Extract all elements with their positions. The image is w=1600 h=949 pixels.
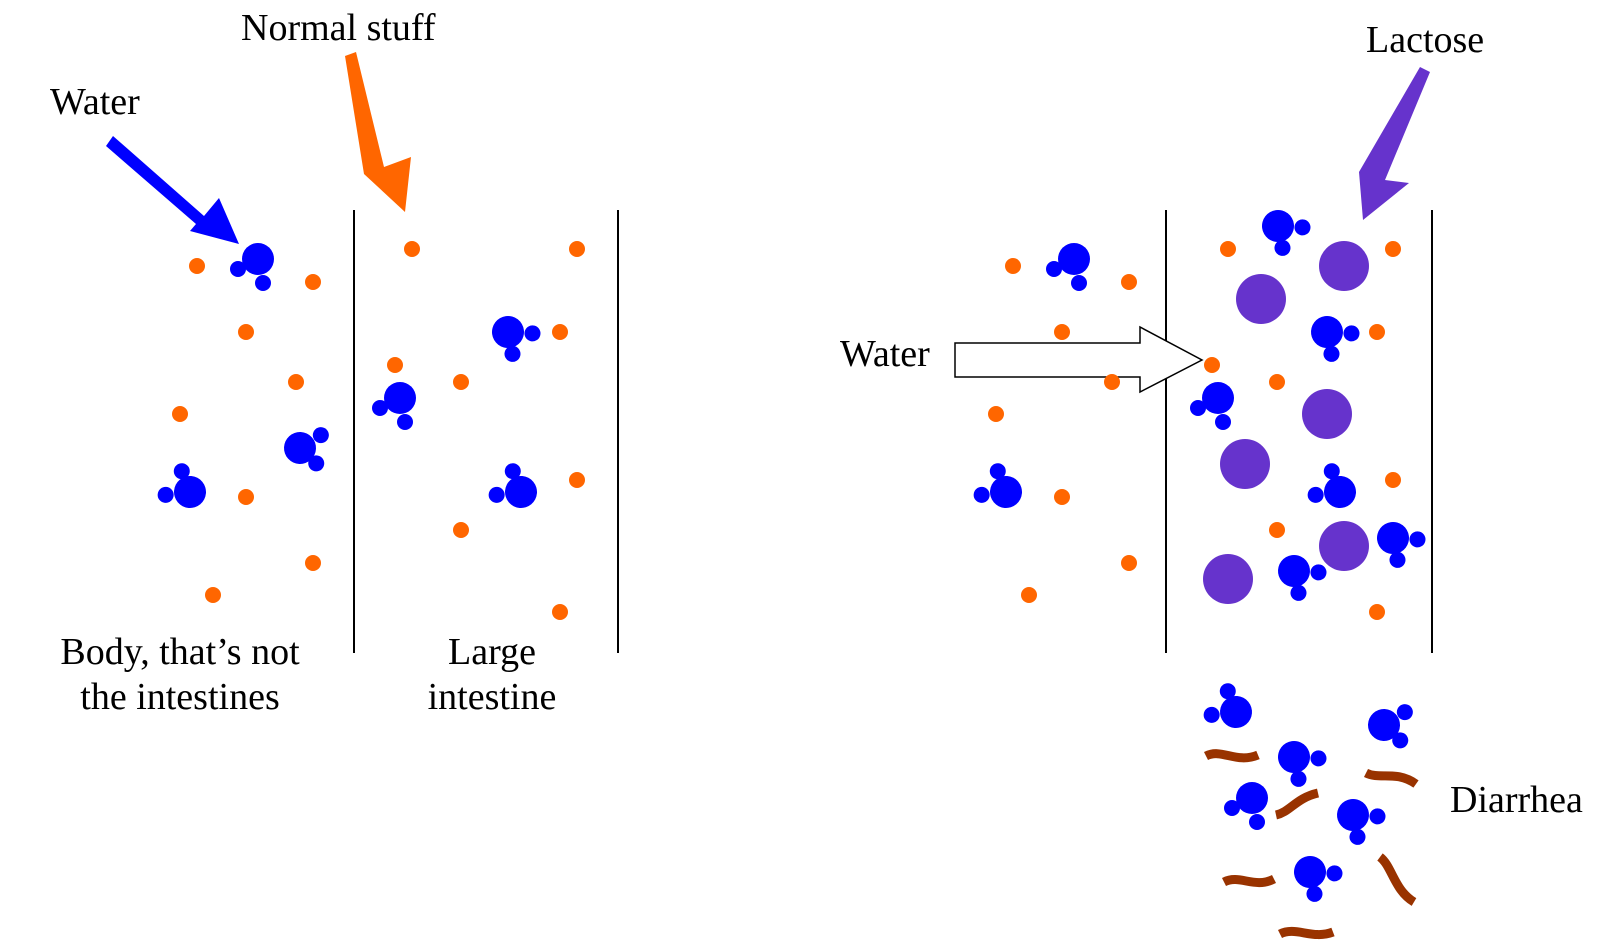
water-molecule-icon (372, 382, 416, 430)
normal-stuff-particle-icon (305, 274, 321, 290)
water-molecule-icon (1306, 461, 1359, 510)
normal-stuff-particle-icon (1369, 604, 1385, 620)
normal-stuff-particle-icon (288, 374, 304, 390)
water-molecule-icon (230, 243, 274, 291)
normal-stuff-particle-icon (453, 374, 469, 390)
water-molecule-icon (1370, 518, 1429, 574)
normal-stuff-particle-icon (305, 555, 321, 571)
normal-stuff-particle-icon (1269, 374, 1285, 390)
normal-stuff-particle-icon (1385, 472, 1401, 488)
normal-stuff-particle-icon (1054, 324, 1070, 340)
normal-stuff-particle-icon (988, 406, 1004, 422)
normal-stuff-label: Normal stuff (241, 7, 436, 49)
lactose-arrow-icon (1359, 67, 1430, 220)
normal-stuff-particle-icon (1005, 258, 1021, 274)
normal-stuff-particle-icon (172, 406, 188, 422)
normal-stuff-particle-icon (238, 489, 254, 505)
normal-stuff-arrow-icon (345, 52, 411, 212)
water-molecule-icon (485, 312, 544, 368)
normal-stuff-particle-icon (569, 241, 585, 257)
water-molecule-icon (1046, 243, 1090, 291)
water-molecule-icon (1255, 206, 1314, 262)
large-intestine-label-line-1: Large (448, 631, 536, 673)
normal-stuff-particle-icon (1385, 241, 1401, 257)
lactose-label: Lactose (1366, 19, 1485, 61)
water-molecule-icon (1190, 382, 1234, 430)
water-molecule-icon (1287, 852, 1346, 908)
large-intestine-label: Large intestine (392, 630, 592, 720)
normal-stuff-particle-icon (1204, 357, 1220, 373)
right-intestine-region (1190, 206, 1429, 620)
waste-squiggle-icon (1277, 926, 1335, 940)
right-body-region (972, 243, 1137, 603)
water-molecule-icon (279, 422, 340, 480)
normal-stuff-particle-icon (552, 324, 568, 340)
normal-stuff-particle-icon (189, 258, 205, 274)
normal-stuff-particle-icon (1220, 241, 1236, 257)
water-molecule-icon (1271, 551, 1330, 607)
lactose-particle-icon (1236, 274, 1286, 324)
waste-squiggle-icon (1274, 788, 1320, 820)
lactose-particle-icon (1302, 389, 1352, 439)
water-flow-arrow-icon (954, 325, 1204, 394)
water-molecule-icon (156, 461, 209, 510)
diarrhea-label: Diarrhea (1450, 779, 1583, 821)
water-label-left: Water (50, 81, 140, 123)
lactose-particle-icon (1319, 241, 1369, 291)
lactose-particle-icon (1220, 439, 1270, 489)
normal-stuff-particle-icon (1269, 522, 1285, 538)
normal-stuff-particle-icon (552, 604, 568, 620)
left-intestine-region (372, 241, 585, 620)
lactose-particle-icon (1203, 554, 1253, 604)
water-arrow-icon (106, 136, 239, 244)
normal-stuff-particle-icon (1104, 374, 1120, 390)
body-region-label-line-1: Body, that’s not (60, 631, 300, 673)
waste-squiggle-icon (1203, 749, 1260, 763)
waste-squiggle-icon (1376, 853, 1417, 906)
body-region-label: Body, that’s not the intestines (30, 630, 330, 720)
water-molecule-icon (972, 461, 1025, 510)
water-molecule-icon (1363, 699, 1424, 757)
water-molecule-icon (1304, 312, 1363, 368)
body-region-label-line-2: the intestines (80, 676, 280, 718)
water-molecule-icon (1330, 795, 1389, 851)
water-molecule-icon (1202, 681, 1255, 730)
normal-stuff-particle-icon (453, 522, 469, 538)
water-molecule-icon (487, 461, 540, 510)
normal-stuff-particle-icon (1054, 489, 1070, 505)
water-molecule-icon (1271, 737, 1330, 793)
left-body-region (156, 243, 340, 603)
normal-stuff-particle-icon (387, 357, 403, 373)
normal-stuff-particle-icon (1021, 587, 1037, 603)
waste-squiggle-icon (1363, 768, 1419, 788)
lactose-particle-icon (1319, 521, 1369, 571)
diarrhea-cluster (1202, 681, 1424, 940)
normal-stuff-particle-icon (569, 472, 585, 488)
large-intestine-label-line-2: intestine (427, 676, 557, 718)
water-molecule-icon (1224, 782, 1268, 830)
normal-stuff-particle-icon (1121, 555, 1137, 571)
normal-stuff-particle-icon (1121, 274, 1137, 290)
water-label-right: Water (840, 333, 930, 375)
normal-stuff-particle-icon (205, 587, 221, 603)
waste-squiggle-icon (1221, 874, 1277, 888)
normal-stuff-particle-icon (238, 324, 254, 340)
normal-stuff-particle-icon (404, 241, 420, 257)
normal-stuff-particle-icon (1369, 324, 1385, 340)
